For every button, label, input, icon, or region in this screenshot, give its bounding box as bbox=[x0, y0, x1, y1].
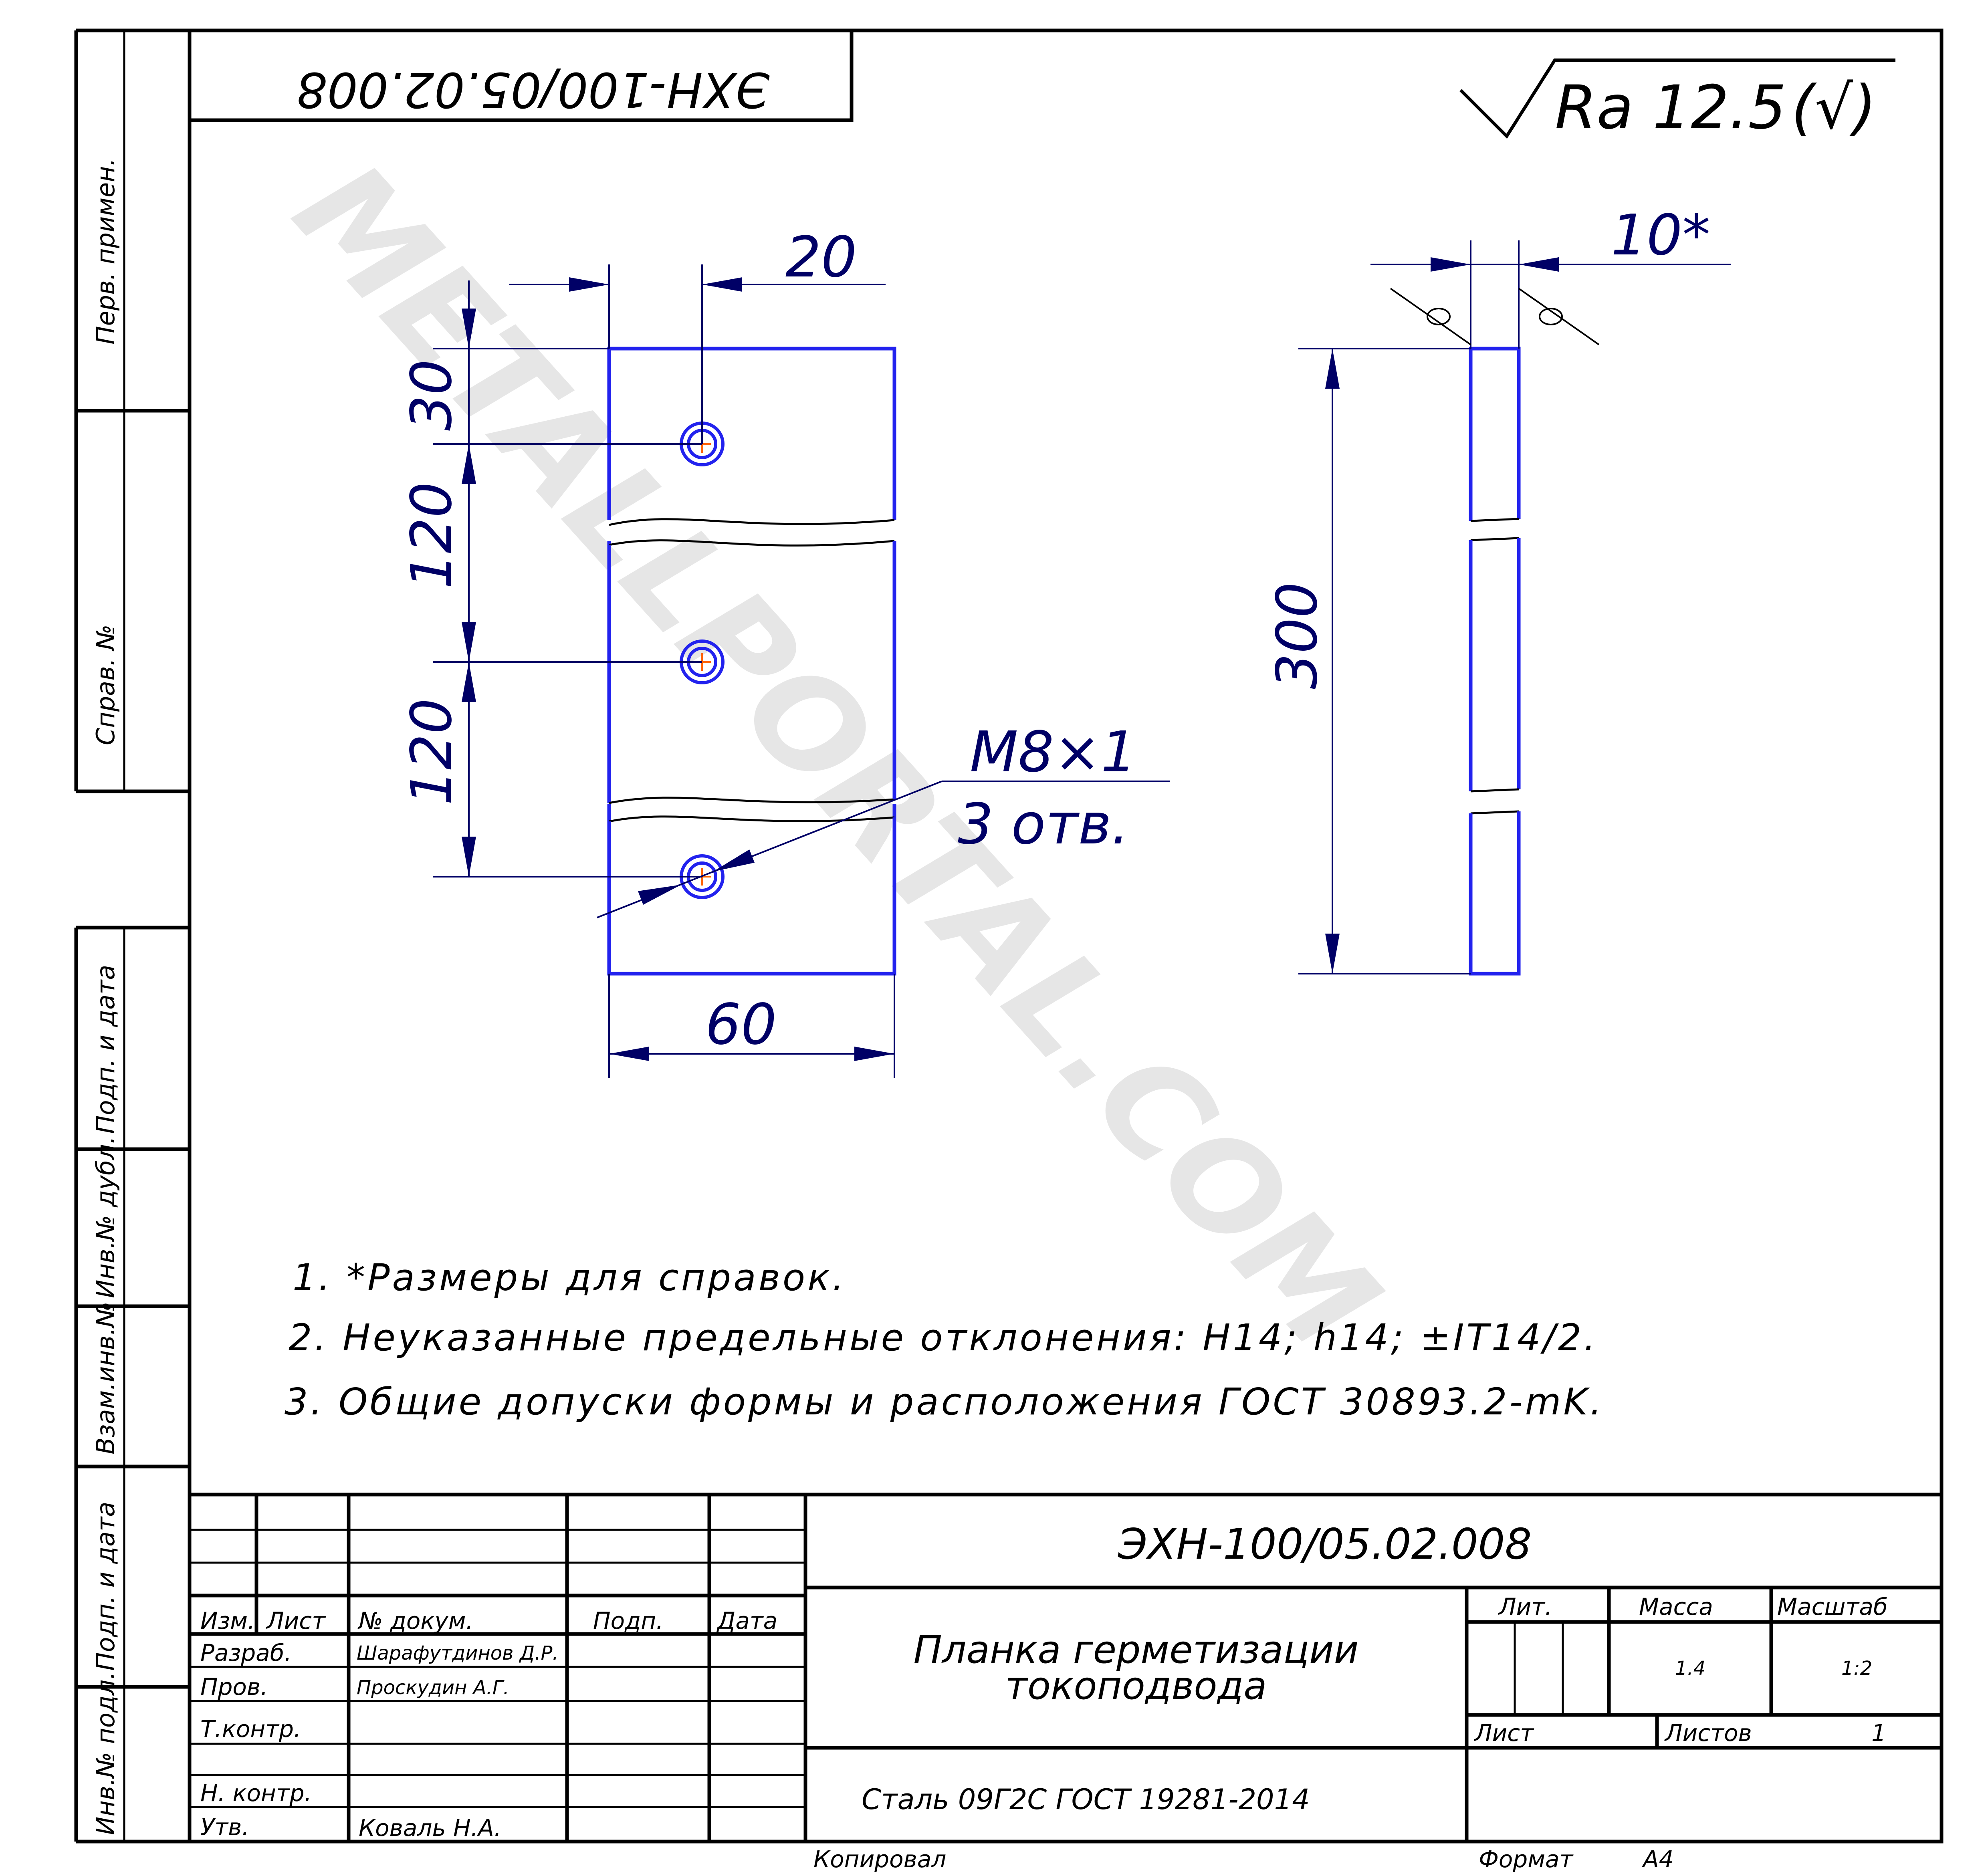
side-view: 300 10* bbox=[1265, 203, 1731, 976]
tb-name-line2: токоподвода bbox=[1005, 1664, 1267, 1708]
roughness-suffix: (√) bbox=[1791, 73, 1877, 143]
tb-role-n-kontr: Н. контр. bbox=[200, 1779, 312, 1807]
designation-rotated: ЭХН-100/05.02.008 bbox=[297, 61, 770, 117]
tb-role-t-kontr: Т.контр. bbox=[200, 1715, 301, 1743]
tb-masshtab-value: 1:2 bbox=[1841, 1657, 1872, 1680]
tb-massa-value: 1.4 bbox=[1675, 1657, 1705, 1680]
dim-length: 300 bbox=[1265, 582, 1330, 689]
holes-count-label: 3 отв. bbox=[958, 792, 1129, 857]
roughness-symbol: Ra 12.5 (√) bbox=[1459, 58, 1895, 143]
margin-vzam-inv: Взам.инв.№ bbox=[91, 1301, 120, 1454]
drawing-frame bbox=[188, 28, 1944, 1844]
margin-perv-primen: Перв. примен. bbox=[91, 158, 120, 345]
tb-name-line1: Планка герметизации bbox=[913, 1628, 1358, 1672]
tb-listov-value: 1 bbox=[1871, 1719, 1886, 1747]
technical-notes: 1. *Размеры для справок. 2. Неуказанные … bbox=[285, 1256, 1604, 1423]
margin-podp-data-top: Подп. и дата bbox=[91, 965, 120, 1134]
tb-list-label: Лист bbox=[1474, 1719, 1534, 1747]
tb-person-razrab: Шарафутдинов Д.Р. bbox=[357, 1642, 559, 1664]
dim-width: 60 bbox=[705, 992, 777, 1057]
margin-inv-dubl: Инв.№ дубл. bbox=[91, 1136, 120, 1298]
tb-header-izm: Изм. bbox=[200, 1607, 255, 1634]
tb-header-data: Дата bbox=[716, 1607, 777, 1634]
tb-format-label: Формат bbox=[1479, 1846, 1574, 1873]
dim-hole-offset: 20 bbox=[785, 225, 857, 290]
dim-pitch-1: 120 bbox=[399, 482, 464, 589]
tb-listov-label: Листов bbox=[1664, 1719, 1752, 1747]
tb-role-prov: Пров. bbox=[200, 1673, 268, 1701]
dim-first-hole: 30 bbox=[399, 359, 464, 431]
tb-masshtab-label: Масштаб bbox=[1777, 1593, 1888, 1620]
tb-format-value: A4 bbox=[1641, 1846, 1674, 1873]
margin-inv-podl: Инв.№ подл. bbox=[91, 1672, 120, 1835]
tb-header-list: Лист bbox=[266, 1607, 326, 1634]
front-view: 20 30 120 120 60 M8×1 3 отв. bbox=[399, 225, 1170, 1078]
dim-pitch-2: 120 bbox=[399, 698, 464, 805]
thread-label: M8×1 bbox=[970, 720, 1136, 785]
note-1: 1. *Размеры для справок. bbox=[293, 1256, 846, 1299]
tb-material: Сталь 09Г2С ГОСТ 19281-2014 bbox=[862, 1783, 1310, 1816]
note-2: 2. Неуказанные предельные отклонения: H1… bbox=[289, 1316, 1598, 1359]
tb-massa-label: Масса bbox=[1639, 1593, 1713, 1620]
tb-role-razrab: Разраб. bbox=[200, 1639, 292, 1666]
tb-header-podp: Подп. bbox=[593, 1607, 664, 1634]
part-outline-top bbox=[607, 347, 896, 520]
dim-thickness: 10* bbox=[1611, 203, 1710, 268]
margin-podp-data-bottom: Подп. и дата bbox=[91, 1502, 120, 1671]
note-3: 3. Общие допуски формы и расположения ГО… bbox=[285, 1380, 1604, 1423]
tb-designation: ЭХН-100/05.02.008 bbox=[1118, 1520, 1532, 1569]
tb-role-utv: Утв. bbox=[200, 1813, 249, 1841]
tb-header-doc-no: № докум. bbox=[357, 1607, 473, 1634]
tb-person-prov: Проскудин А.Г. bbox=[357, 1676, 509, 1699]
title-block: Изм. Лист № докум. Подп. Дата Разраб. Пр… bbox=[190, 1493, 1942, 1873]
tb-lit-label: Лит. bbox=[1498, 1593, 1552, 1620]
tb-person-utv: Коваль Н.А. bbox=[359, 1814, 501, 1842]
roughness-label: Ra 12.5 bbox=[1555, 73, 1786, 143]
tb-kopiroval: Копировал bbox=[813, 1846, 946, 1873]
margin-sprav-no: Справ. № bbox=[91, 624, 120, 745]
